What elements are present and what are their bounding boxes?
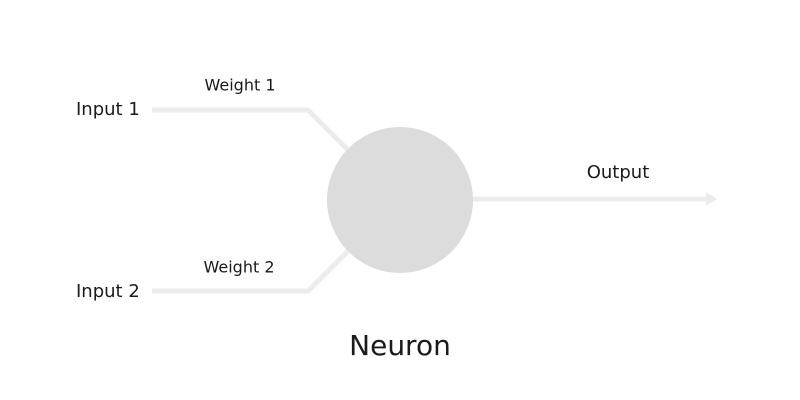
input-1-connector [152,107,350,152]
output-label: Output [587,162,650,183]
input-1-label: Input 1 [76,99,140,120]
weight-2-label: Weight 2 [203,258,274,277]
input-2-label: Input 2 [76,281,140,302]
output-arrowhead-icon [706,192,717,206]
weight-1-label: Weight 1 [204,76,275,95]
neuron-node [327,127,473,273]
input-2-connector [152,249,350,294]
diagram-title: Neuron [349,329,451,362]
